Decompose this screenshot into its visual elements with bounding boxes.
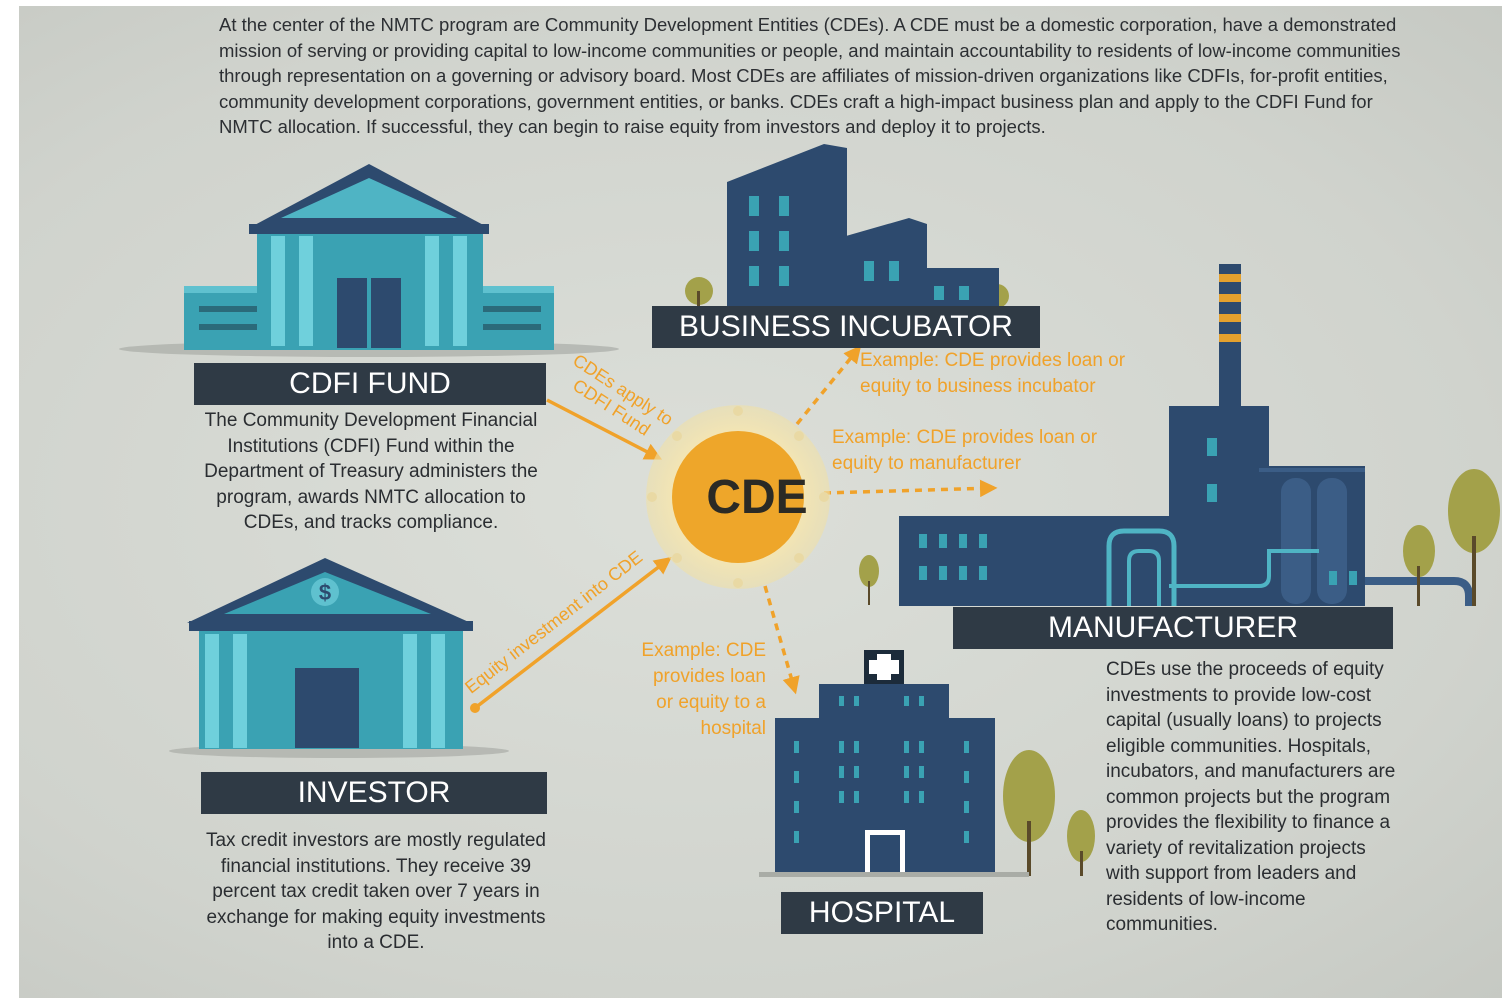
arrow-cde-to-hospital [763, 585, 800, 695]
cde-circle [646, 405, 830, 589]
infographic-canvas: $ [19, 6, 1502, 998]
cdfi-fund-label: CDFI FUND [194, 363, 546, 405]
cdfi-fund-building [119, 164, 619, 357]
manufacturer-example-annotation: Example: CDE provides loan or equity to … [832, 427, 1098, 474]
hospital-example-annotation: Example: CDE provides loan or equity to … [641, 640, 766, 739]
flow-arrows [470, 345, 998, 713]
intro-paragraph: At the center of the NMTC program are Co… [219, 14, 1401, 137]
illustration-layer: $ [119, 144, 1500, 877]
svg-text:$: $ [319, 580, 331, 605]
cde-label: CDE [706, 471, 808, 524]
arrow-investor-to-cde [473, 556, 672, 710]
business-incubator-buildings [685, 144, 1009, 311]
arrow-cdfi-to-cde [546, 398, 663, 460]
investor-bank-building: $ [169, 558, 509, 758]
hospital-building [759, 650, 1095, 877]
hospital-label: HOSPITAL [781, 892, 983, 934]
manufacturer-label: MANUFACTURER [953, 607, 1393, 649]
cdfi-fund-description: The Community Development Financial Inst… [204, 410, 538, 533]
manufacturer-description: CDEs use the proceeds of equity investme… [1106, 659, 1396, 935]
arrow-cde-to-manufacturer [823, 479, 998, 498]
investor-description: Tax credit investors are mostly regulate… [205, 830, 547, 953]
business-incubator-label: BUSINESS INCUBATOR [652, 306, 1040, 348]
investor-label: INVESTOR [201, 772, 547, 814]
manufacturer-factory [859, 264, 1500, 606]
incubator-example-annotation: Example: CDE provides loan or equity to … [860, 350, 1126, 397]
arrow-cde-to-incubator [795, 345, 862, 426]
